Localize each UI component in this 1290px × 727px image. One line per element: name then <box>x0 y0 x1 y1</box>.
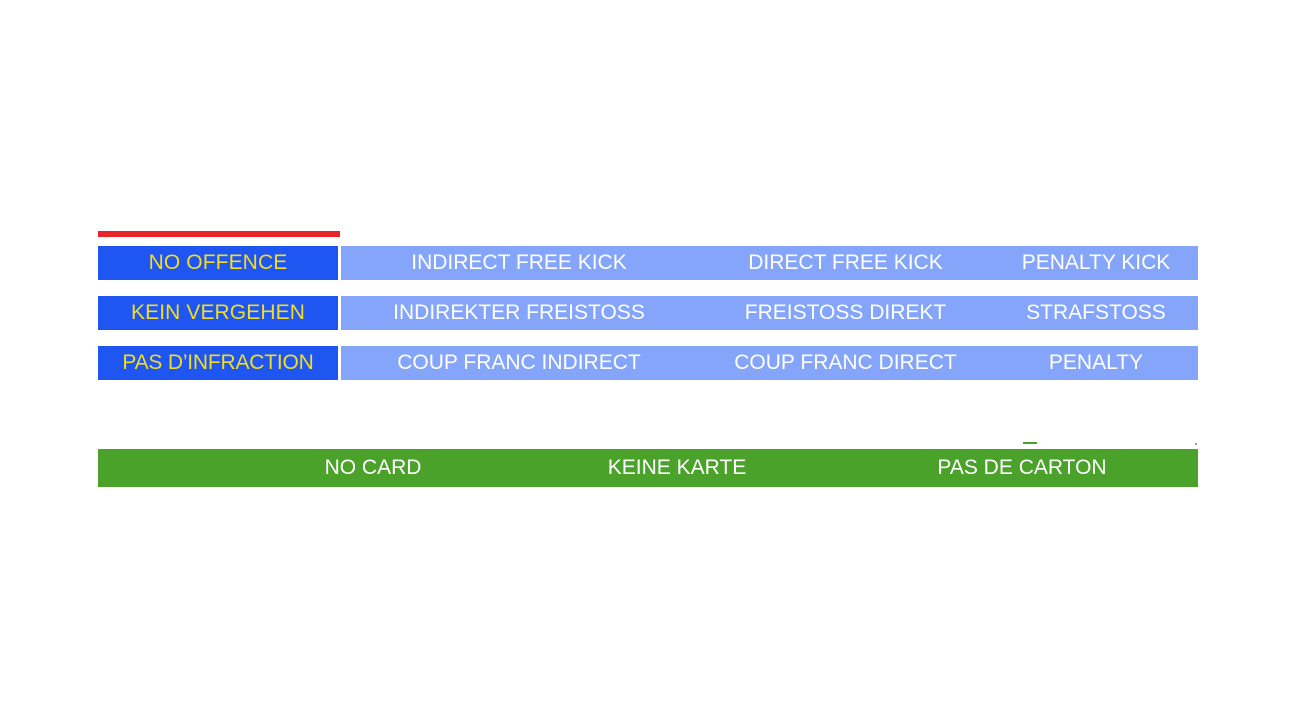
restart-cell-coup-franc-indirect[interactable]: COUP FRANC INDIRECT <box>397 351 641 374</box>
stray-dot-mark <box>1195 443 1197 445</box>
table-row: KEIN VERGEHEN INDIREKTER FREISTOSS FREIS… <box>98 296 1198 330</box>
restart-cell-penalty-kick[interactable]: PENALTY KICK <box>1021 251 1171 274</box>
restart-cell-indirekter-freistoss[interactable]: INDIREKTER FREISTOSS <box>393 301 645 324</box>
restart-group-german: INDIREKTER FREISTOSS FREISTOSS DIREKT ST… <box>341 296 1198 330</box>
table-row: PAS D’INFRACTION COUP FRANC INDIRECT COU… <box>98 346 1198 380</box>
offence-restart-table: NO OFFENCE INDIRECT FREE KICK DIRECT FRE… <box>98 246 1198 396</box>
restart-cell-coup-franc-direct[interactable]: COUP FRANC DIRECT <box>734 351 957 374</box>
restart-cell-penalty[interactable]: PENALTY <box>1048 351 1144 374</box>
card-cell-pas-de-carton[interactable]: PAS DE CARTON <box>937 456 1107 479</box>
offence-cell-german[interactable]: KEIN VERGEHEN <box>98 296 338 330</box>
red-accent-rule <box>98 231 340 237</box>
table-row: NO OFFENCE INDIRECT FREE KICK DIRECT FRE… <box>98 246 1198 280</box>
restart-group-french: COUP FRANC INDIRECT COUP FRANC DIRECT PE… <box>341 346 1198 380</box>
restart-cell-direct-free-kick[interactable]: DIRECT FREE KICK <box>748 251 943 274</box>
restart-cell-freistoss-direkt[interactable]: FREISTOSS DIREKT <box>744 301 947 324</box>
restart-cell-indirect-free-kick[interactable]: INDIRECT FREE KICK <box>411 251 627 274</box>
restart-cell-strafstoss[interactable]: STRAFSTOSS <box>1026 301 1166 324</box>
card-cell-keine-karte[interactable]: KEINE KARTE <box>607 456 747 479</box>
no-card-bar: NO CARD KEINE KARTE PAS DE CARTON <box>98 449 1198 487</box>
card-cell-no-card[interactable]: NO CARD <box>324 456 422 479</box>
offence-cell-english[interactable]: NO OFFENCE <box>98 246 338 280</box>
restart-group-english: INDIRECT FREE KICK DIRECT FREE KICK PENA… <box>341 246 1198 280</box>
offence-cell-french[interactable]: PAS D’INFRACTION <box>98 346 338 380</box>
stray-dash-mark <box>1023 442 1037 444</box>
